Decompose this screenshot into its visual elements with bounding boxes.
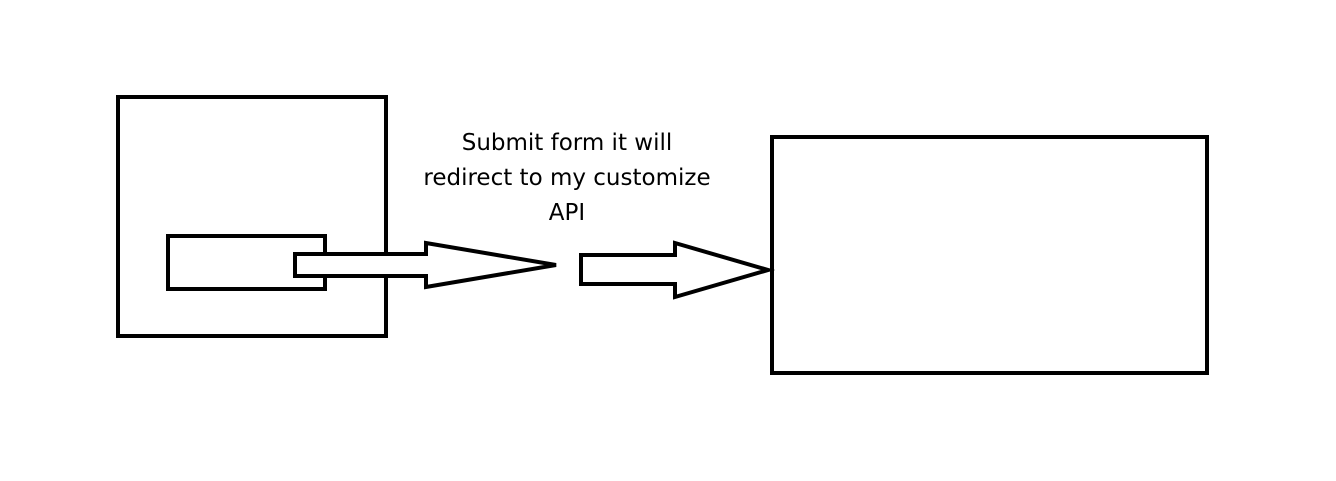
redirect-arrow [579, 240, 776, 300]
api-box [770, 135, 1209, 375]
caption-line-2: redirect to my customize [423, 165, 711, 191]
caption-text: Submit form it will redirect to my custo… [402, 126, 732, 231]
caption-line-1: Submit form it will [461, 130, 673, 156]
source-page-box [116, 95, 388, 338]
submit-arrow [293, 240, 557, 290]
caption-line-3: API [548, 200, 586, 226]
